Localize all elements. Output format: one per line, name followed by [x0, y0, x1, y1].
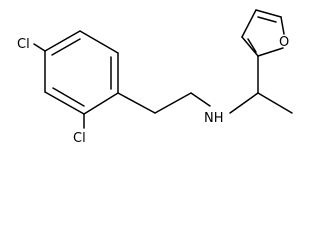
furan-bond-c2-c3 [241, 36, 259, 57]
bond-ch2-to-nh [190, 92, 211, 107]
bond-ring-to-cl-top [33, 43, 46, 52]
ring-bond-c4-c5 [83, 92, 119, 115]
furan-double-bond-inner-1 [247, 38, 257, 53]
furan-bond-o-c2 [257, 47, 284, 57]
bond-ring-to-ch2 [117, 92, 156, 114]
furan-bond-c3-c4 [241, 9, 257, 38]
benzene-ring [44, 30, 119, 115]
ring-bond-c1-c2 [44, 30, 81, 52]
ring-double-bond-inner-3 [52, 87, 85, 107]
furan-ring [241, 9, 285, 57]
bond-ch-to-methyl [257, 92, 293, 114]
chlorine-bottom-label: Cl [73, 131, 86, 146]
chlorine-top-label: Cl [17, 37, 30, 52]
bond-nh-to-ch [229, 92, 259, 114]
ethyl-linker [117, 92, 211, 114]
furan-bond-c5-o [280, 16, 285, 35]
amine-nh-label: NH [204, 111, 224, 126]
molecule-structure-diagram: Cl Cl NH O [17, 9, 293, 146]
ring-double-bond-inner-1 [51, 38, 81, 56]
furan-bond-c4-c5 [255, 9, 282, 18]
ring-bond-c5-c6 [44, 91, 85, 115]
bond-ch2-to-ch2 [154, 92, 192, 114]
ring-bond-c2-c3 [79, 30, 119, 54]
furan-double-bond-inner-2 [257, 16, 277, 23]
furan-oxygen-label: O [279, 35, 289, 50]
